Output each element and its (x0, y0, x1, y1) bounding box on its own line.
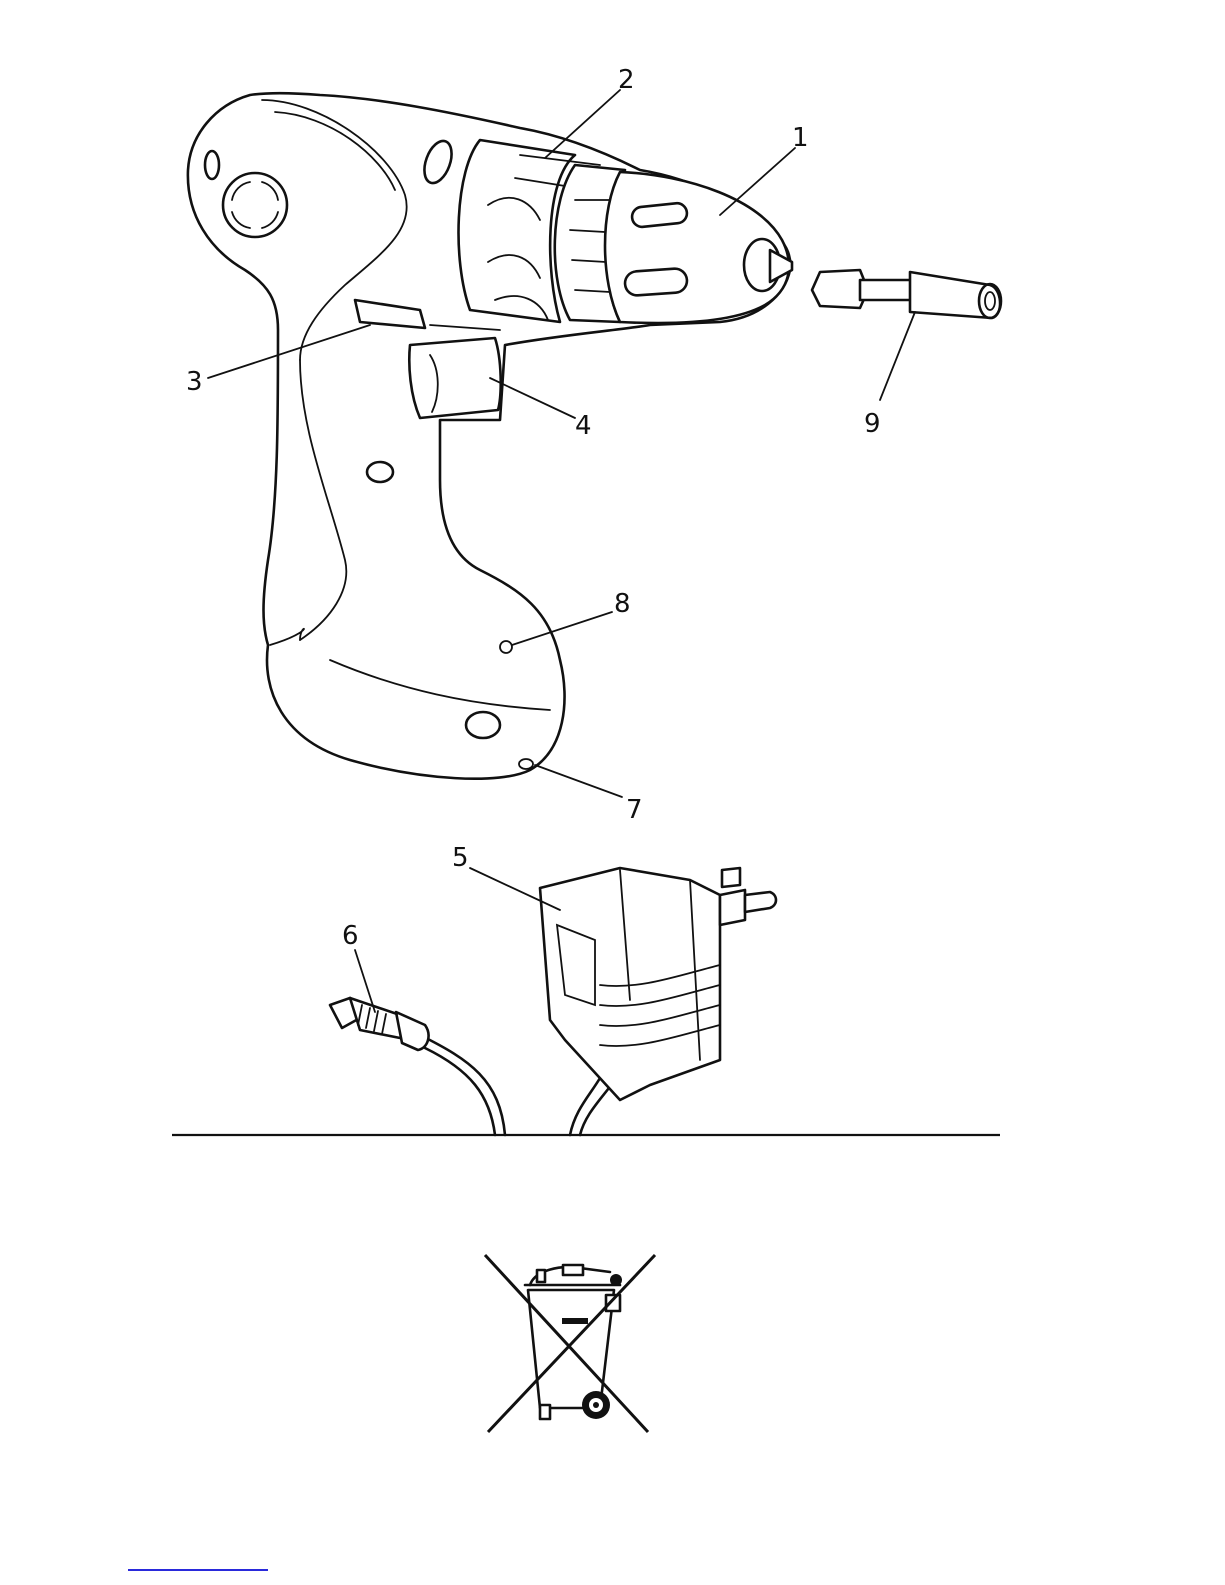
callout-2: 2 (618, 65, 635, 95)
crossed-out-wheelie-bin-icon (485, 1255, 655, 1432)
callout-3: 3 (186, 367, 203, 397)
callout-8: 8 (614, 589, 631, 619)
callout-7: 7 (626, 795, 643, 825)
callout-9: 9 (864, 409, 881, 439)
footer-rule (128, 1569, 268, 1571)
callout-6: 6 (342, 921, 359, 951)
callout-1: 1 (792, 123, 809, 153)
callout-5: 5 (452, 843, 469, 873)
cordless-drill-icon (188, 93, 792, 779)
charger-icon (330, 868, 776, 1135)
callout-4: 4 (575, 411, 592, 441)
bit-holder-icon (812, 270, 1001, 318)
